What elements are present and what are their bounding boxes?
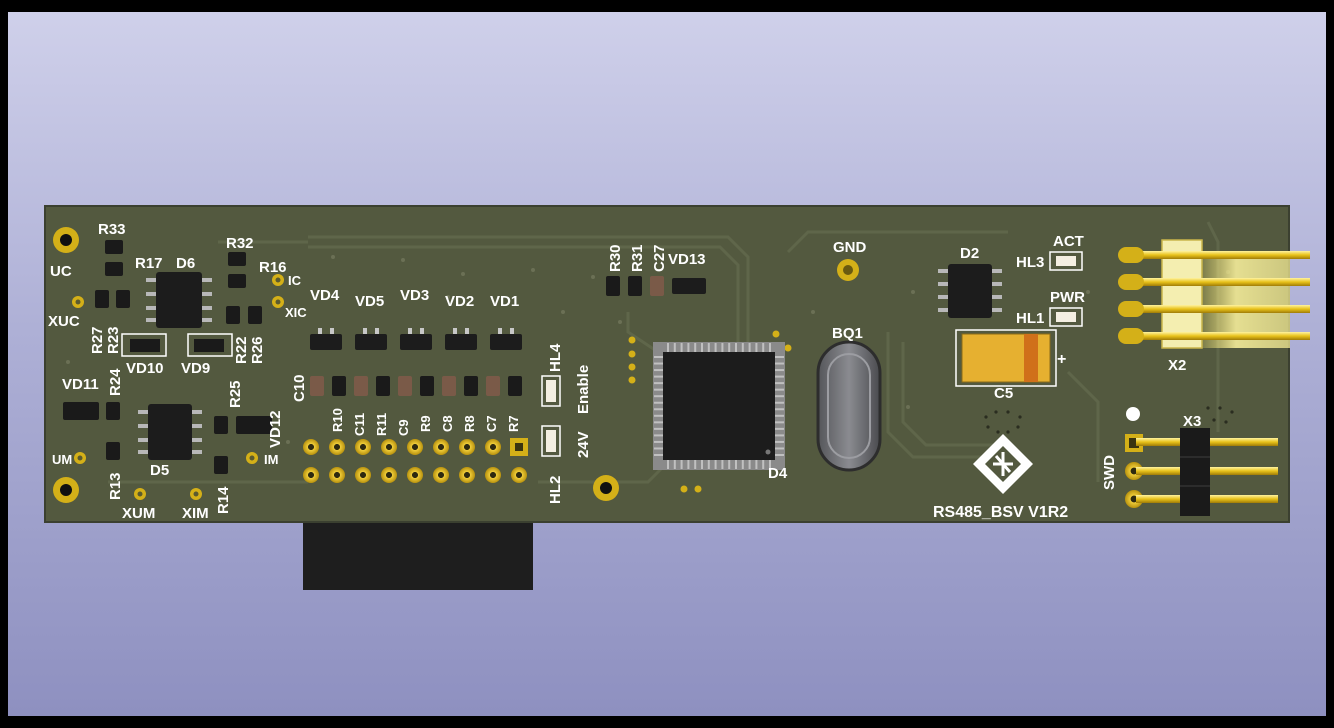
silkscreen-labels: R33 R17 D6 R32 R16 IC XIC UC XUC R27 R23… bbox=[48, 221, 1201, 522]
vd-diodes bbox=[310, 334, 522, 350]
label-vd10: VD10 bbox=[126, 360, 164, 377]
label-xuc: XUC bbox=[48, 313, 80, 330]
label-pwr: PWR bbox=[1050, 289, 1085, 306]
small-pads bbox=[628, 330, 792, 493]
resistor-capacitor-row bbox=[310, 376, 522, 396]
label-r26: R26 bbox=[249, 336, 266, 364]
label-hl4: HL4 bbox=[547, 343, 564, 372]
label-r16: R16 bbox=[259, 259, 287, 276]
label-plus: + bbox=[1057, 351, 1066, 368]
label-c8: C8 bbox=[440, 415, 455, 432]
label-xic: XIC bbox=[285, 305, 307, 320]
label-swd: SWD bbox=[1101, 455, 1118, 490]
label-vd5: VD5 bbox=[355, 293, 384, 310]
left-smd-components bbox=[63, 240, 272, 474]
board-name: RS485_BSV V1R2 bbox=[933, 504, 1068, 521]
company-logo bbox=[973, 406, 1234, 494]
label-ic: IC bbox=[288, 273, 302, 288]
label-d5: D5 bbox=[150, 462, 169, 479]
label-vd12: VD12 bbox=[267, 410, 284, 448]
label-c7: C7 bbox=[484, 415, 499, 432]
d4-mcu bbox=[653, 342, 785, 470]
label-c10: C10 bbox=[291, 374, 308, 402]
mounting-holes bbox=[53, 227, 619, 503]
label-r32: R32 bbox=[226, 235, 254, 252]
label-act: ACT bbox=[1053, 233, 1084, 250]
label-vd13: VD13 bbox=[668, 251, 706, 268]
label-r8: R8 bbox=[462, 415, 477, 432]
c5-tantalum-capacitor bbox=[955, 329, 1057, 387]
label-hl2: HL2 bbox=[547, 476, 564, 504]
label-d4: D4 bbox=[768, 465, 788, 482]
label-r23: R23 bbox=[105, 326, 122, 354]
label-24v: 24V bbox=[575, 431, 592, 458]
label-r22: R22 bbox=[233, 336, 250, 364]
label-c27: C27 bbox=[651, 244, 668, 272]
label-r17: R17 bbox=[135, 255, 163, 272]
label-r24: R24 bbox=[107, 368, 124, 396]
label-hl1: HL1 bbox=[1016, 310, 1044, 327]
label-vd11: VD11 bbox=[62, 376, 99, 393]
label-r27: R27 bbox=[89, 326, 106, 354]
label-r7: R7 bbox=[506, 415, 521, 432]
label-r9: R9 bbox=[418, 415, 433, 432]
label-c9: C9 bbox=[396, 419, 411, 436]
label-um: UM bbox=[52, 452, 72, 467]
label-enable: Enable bbox=[575, 365, 592, 414]
label-vd3: VD3 bbox=[400, 287, 429, 304]
label-x2: X2 bbox=[1168, 357, 1186, 374]
label-uc: UC bbox=[50, 263, 72, 280]
top-mid-components bbox=[606, 276, 706, 296]
label-r30: R30 bbox=[607, 244, 624, 272]
label-vd1: VD1 bbox=[490, 293, 519, 310]
label-x3: X3 bbox=[1183, 413, 1201, 430]
label-d6: D6 bbox=[176, 255, 195, 272]
label-vd2: VD2 bbox=[445, 293, 474, 310]
d2-ic bbox=[938, 264, 1002, 318]
usb-connector-body bbox=[303, 512, 533, 590]
leds-hl4-hl2 bbox=[541, 375, 561, 457]
label-xum: XUM bbox=[122, 505, 155, 522]
label-d2: D2 bbox=[960, 245, 979, 262]
label-r13: R13 bbox=[107, 472, 124, 500]
x2-connector bbox=[1118, 239, 1310, 349]
leds-hl3-hl1 bbox=[1049, 251, 1083, 327]
label-r14: R14 bbox=[215, 486, 232, 514]
pcb-3d-render: R33 R17 D6 R32 R16 IC XIC UC XUC R27 R23… bbox=[44, 205, 1310, 590]
label-c11: C11 bbox=[352, 413, 367, 436]
test-points bbox=[72, 259, 859, 500]
d6-ic bbox=[146, 272, 212, 328]
label-r31: R31 bbox=[629, 244, 646, 272]
label-im: IM bbox=[264, 452, 278, 467]
label-c5: C5 bbox=[994, 385, 1013, 402]
label-xim: XIM bbox=[182, 505, 209, 522]
label-r10: R10 bbox=[330, 408, 345, 432]
x3-swd-connector bbox=[1125, 407, 1278, 516]
pin-header-pads bbox=[303, 438, 528, 483]
3d-viewer-viewport: R33 R17 D6 R32 R16 IC XIC UC XUC R27 R23… bbox=[8, 12, 1326, 716]
label-r11: R11 bbox=[374, 413, 389, 436]
label-bq1: BQ1 bbox=[832, 325, 863, 342]
d5-ic bbox=[138, 404, 202, 460]
label-vd4: VD4 bbox=[310, 287, 340, 304]
label-gnd: GND bbox=[833, 239, 867, 256]
label-r33: R33 bbox=[98, 221, 126, 238]
label-r25: R25 bbox=[227, 380, 244, 408]
bq1-crystal bbox=[816, 340, 882, 472]
label-hl3: HL3 bbox=[1016, 254, 1044, 271]
label-vd9: VD9 bbox=[181, 360, 210, 377]
